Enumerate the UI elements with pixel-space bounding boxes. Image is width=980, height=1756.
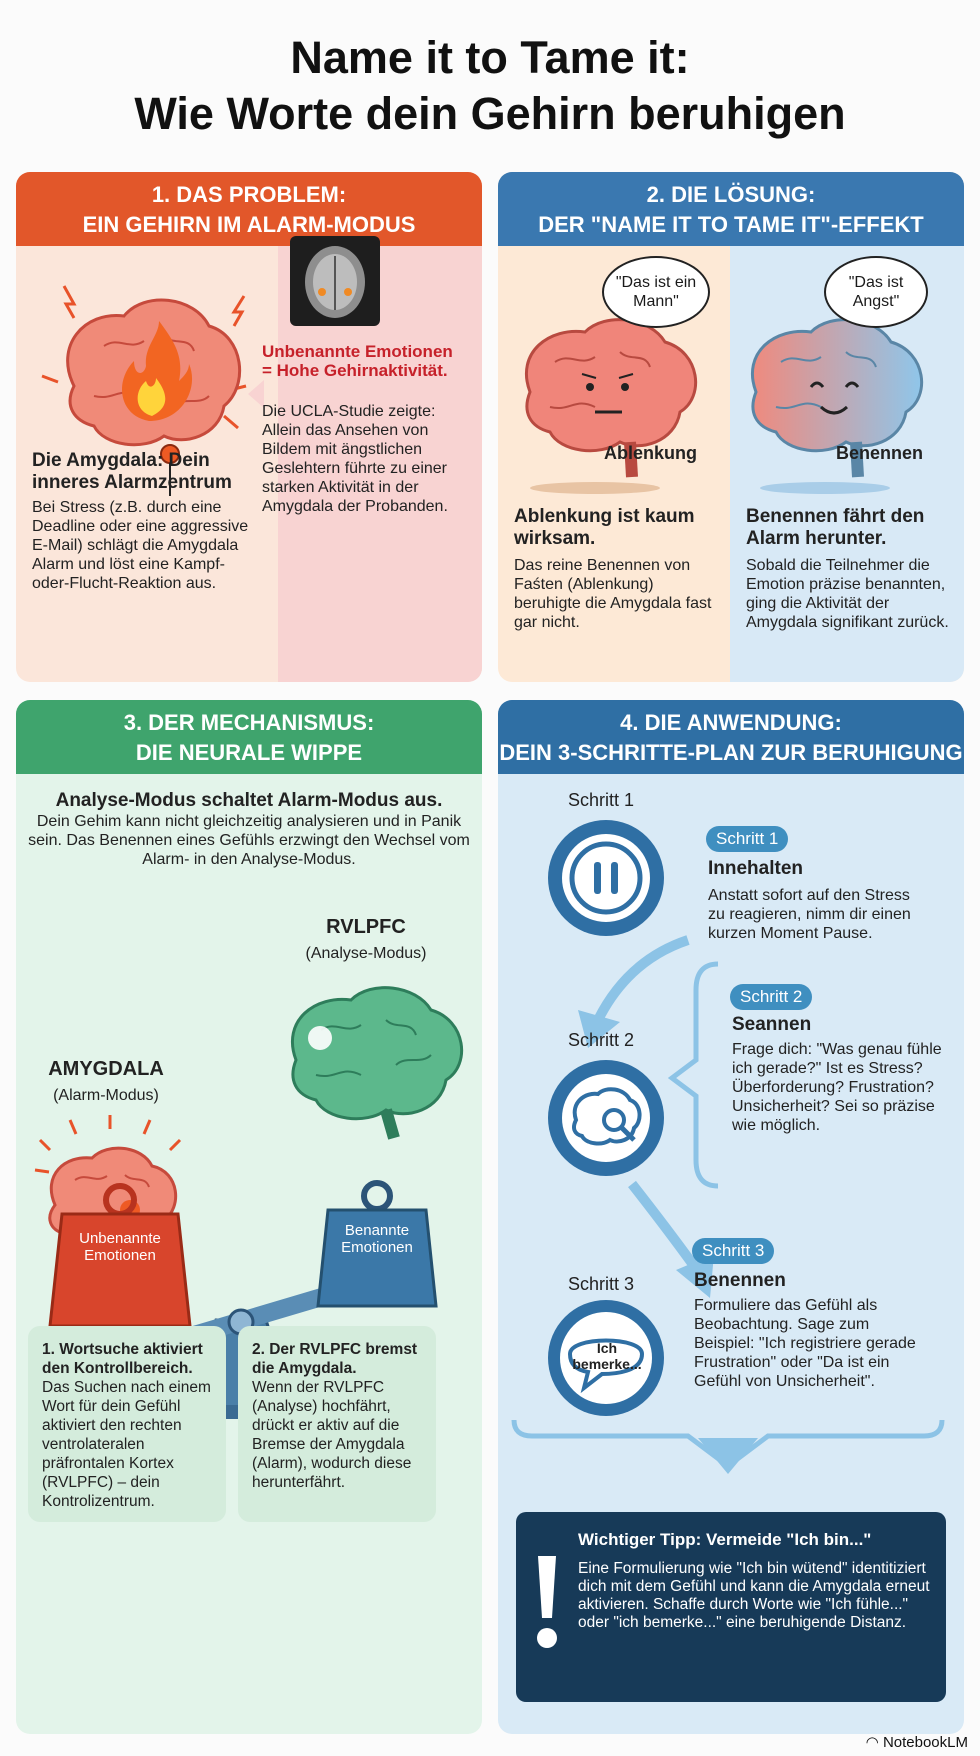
left-text: Das reine Benennen von Faśten (Ablenkung… xyxy=(514,557,712,631)
step3-icon-text: Ich bemerke... xyxy=(572,1340,642,1372)
step3-label: Schritt 3 xyxy=(568,1274,635,1294)
application-panel: 4. DIE ANWENDUNG: DEIN 3-SCHRITTE-PLAN Z… xyxy=(498,700,964,1734)
callout-pointer xyxy=(248,380,264,408)
title-line-2: Wie Worte dein Gehirn beruhigen xyxy=(134,88,846,139)
step1-text: Anstatt sofort auf den Stress zu reagier… xyxy=(708,887,911,942)
step1-pill: Schritt 1 xyxy=(706,826,789,852)
step2-text: Frage dich: "Was genau fühle ich gerade?… xyxy=(732,1041,942,1134)
application-header: 4. DIE ANWENDUNG: DEIN 3-SCHRITTE-PLAN Z… xyxy=(498,700,964,774)
mechanism-header: 3. DER MECHANISMUS: DIE NEURALE WIPPE xyxy=(16,700,482,774)
step1-label: Schritt 1 xyxy=(568,790,635,810)
problem-heading-2: EIN GEHIRN IM ALARM-MODUS xyxy=(82,212,416,237)
solution-heading-2: DER "NAME IT TO TAME IT"-EFFEKT xyxy=(538,212,924,237)
right-shadow xyxy=(760,482,890,494)
mechanism-card-1: 1. Wortsuche aktiviert den Kontrollberei… xyxy=(28,1326,226,1522)
right-title: Benennen fährt den Alarm herunter. xyxy=(746,506,925,549)
application-heading-1: 4. DIE ANWENDUNG: xyxy=(620,710,842,735)
exclamation-icon xyxy=(537,1556,557,1648)
amygdala-label: AMYGDALA xyxy=(48,1058,164,1080)
card2-text: Wenn der RVLPFC (Analyse) hochfährt, drü… xyxy=(252,1379,412,1491)
problem-panel: 1. DAS PROBLEM: EIN GEHIRN IM ALARM-MODU… xyxy=(16,172,482,682)
rvlpfc-label: RVLPFC xyxy=(326,916,406,938)
solution-header: 2. DIE LÖSUNG: DER "NAME IT TO TAME IT"-… xyxy=(498,172,964,246)
page-title: Name it to Tame it: Wie Worte dein Gehir… xyxy=(0,30,980,142)
study-text: Die UCLA-Studie zeigte: Allein das Anseh… xyxy=(262,403,448,515)
mechanism-heading-2: DIE NEURALE WIPPE xyxy=(135,740,363,765)
amygdala-title: Die Amygdala: Dein inneres Alarmzentrum xyxy=(32,450,232,493)
bracket-icon xyxy=(668,961,719,1189)
rvlpfc-sub: (Analyse-Modus) xyxy=(305,945,427,962)
solution-panel: 2. DIE LÖSUNG: DER "NAME IT TO TAME IT"-… xyxy=(498,172,964,682)
problem-header: 1. DAS PROBLEM: EIN GEHIRN IM ALARM-MODU… xyxy=(16,172,482,246)
problem-heading-1: 1. DAS PROBLEM: xyxy=(151,182,347,207)
mechanism-card-2: 2. Der RVLPFC bremst die Amygdala. Wenn … xyxy=(238,1326,436,1522)
step3-pill: Schritt 3 xyxy=(692,1238,775,1264)
right-weight-label: Benannte Emotionen xyxy=(341,1222,413,1256)
footer-brand: ◠ NotebookLM xyxy=(866,1734,968,1752)
step3-title: Benennen xyxy=(694,1270,786,1291)
application-heading-2: DEIN 3-SCHRITTE-PLAN ZUR BERUHIGUNG xyxy=(499,740,963,765)
calm-brain-icon xyxy=(750,318,923,478)
left-weight-label: Unbenannte Emotionen xyxy=(79,1230,161,1264)
footer-brand-text: NotebookLM xyxy=(882,1734,968,1751)
step2-pill: Schritt 2 xyxy=(730,984,813,1010)
left-title: Ablenkung ist kaum wirksam. xyxy=(514,506,695,549)
step3-text: Formuliere das Gefühl als Beobachtung. S… xyxy=(694,1297,916,1390)
distracted-brain-icon xyxy=(524,318,697,478)
bottom-bracket-icon xyxy=(511,1419,945,1474)
green-brain-icon xyxy=(290,986,463,1140)
mechanism-heading-1: 3. DER MECHANISMUS: xyxy=(123,710,375,735)
step2-title: Seannen xyxy=(732,1014,812,1035)
title-line-1: Name it to Tame it: xyxy=(290,32,690,83)
left-speech-bubble: "Das ist ein Mann" xyxy=(602,256,710,328)
step2-label: Schritt 2 xyxy=(568,1030,635,1050)
step1-title: Innehalten xyxy=(708,858,804,879)
card1-text: Das Suchen nach einem Wort für dein Gefü… xyxy=(42,1379,211,1510)
card1-title: 1. Wortsuche aktiviert den Kontrollberei… xyxy=(42,1341,203,1377)
tip-title: Wichtiger Tipp: Vermeide "Ich bin..." xyxy=(578,1530,872,1549)
right-text: Sobald die Teilnehmer die Emotion präzis… xyxy=(746,557,949,631)
mechanism-panel: 3. DER MECHANISMUS: DIE NEURALE WIPPE An… xyxy=(16,700,482,1734)
arrow-2-icon xyxy=(628,1180,714,1298)
mechanism-intro-text: Dein Gehim kann nicht gleichzeitig analy… xyxy=(28,813,470,868)
speech-icon xyxy=(548,1300,664,1416)
left-shadow xyxy=(530,482,660,494)
right-speech-bubble: "Das ist Angst" xyxy=(824,256,928,328)
tip-box: Wichtiger Tipp: Vermeide "Ich bin..." Ei… xyxy=(516,1512,946,1702)
mechanism-intro-title: Analyse-Modus schaltet Alarm-Modus aus. xyxy=(55,790,443,811)
card2-title: 2. Der RVLPFC bremst die Amygdala. xyxy=(252,1341,418,1377)
solution-heading-1: 2. DIE LÖSUNG: xyxy=(646,182,816,207)
search-brain-icon xyxy=(548,1060,664,1176)
arrow-1-icon xyxy=(578,935,690,1048)
amygdala-text: Bei Stress (z.B. durch eine Deadline ode… xyxy=(32,499,249,592)
burning-brain-icon xyxy=(41,285,247,496)
tip-text: Eine Formulierung wie "Ich bin wütend" i… xyxy=(578,1560,930,1631)
brain-scan-image xyxy=(290,236,380,326)
amygdala-sub: (Alarm-Modus) xyxy=(53,1087,159,1104)
right-caption: Benennen xyxy=(836,443,924,463)
right-weight-icon xyxy=(316,1180,438,1308)
study-title: Unbenannte Emotionen = Hohe Gehirnaktivi… xyxy=(262,342,453,380)
pause-icon xyxy=(548,820,664,936)
notebooklm-icon: ◠ xyxy=(865,1734,879,1751)
left-caption: Ablenkung xyxy=(604,443,697,463)
